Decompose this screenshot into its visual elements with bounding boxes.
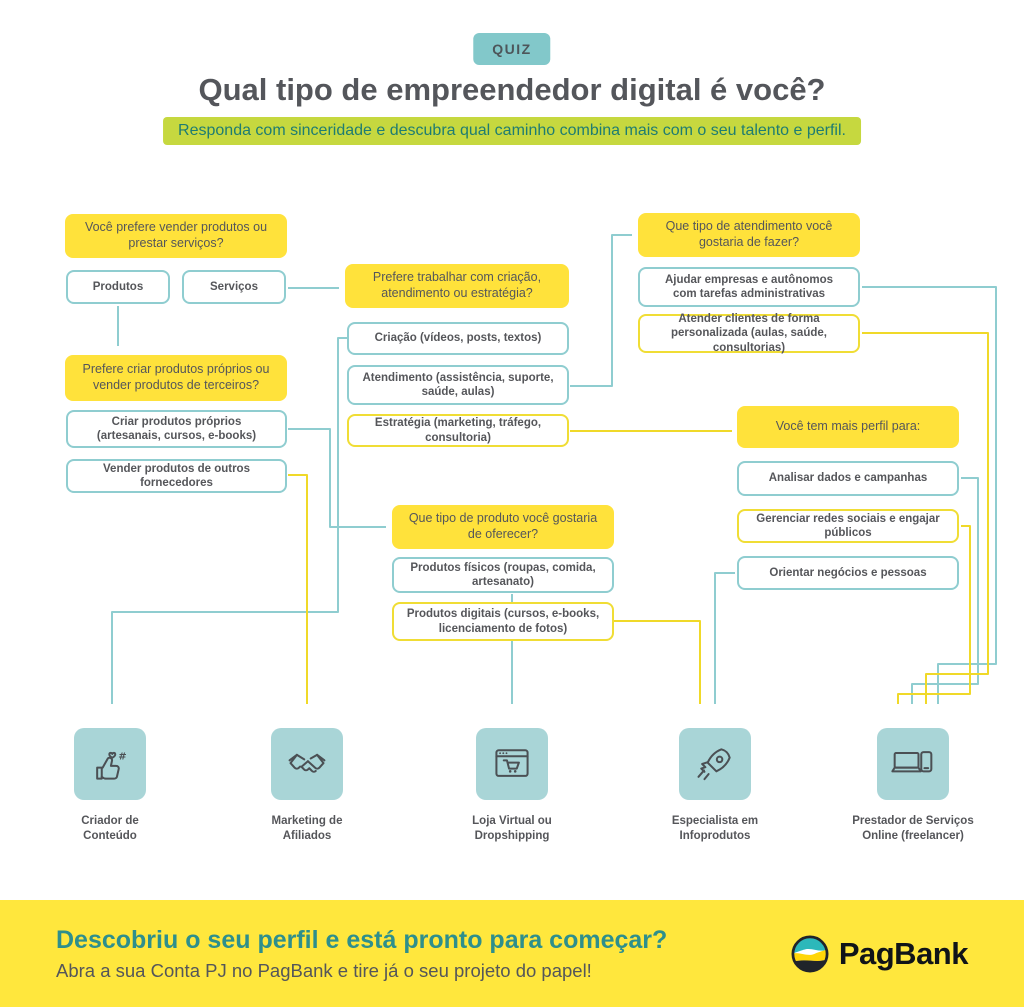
online-store-icon <box>495 749 529 777</box>
result-tile: # <box>74 728 146 800</box>
connector-ajudar-empresas-to-freelancer <box>862 286 997 704</box>
connector-produtos-digitais-to-infoprodutos <box>614 620 701 704</box>
answer-criacao: Criação (vídeos, posts, textos) <box>347 322 569 355</box>
result-label: Especialista em Infoprodutos <box>671 815 759 842</box>
question-tipo-produto: Que tipo de produto você gostaria de ofe… <box>392 505 614 549</box>
answer-produtos-digitais: Produtos digitais (cursos, e-books, lice… <box>392 602 614 641</box>
answer-atendimento: Atendimento (assistência, suporte, saúde… <box>347 365 569 405</box>
result-label: Marketing de Afiliados <box>271 815 343 842</box>
connector-vender-terceiros-to-afiliados <box>288 474 308 704</box>
answer-orientar-negocios: Orientar negócios e pessoas <box>737 556 959 590</box>
result-tile <box>476 728 548 800</box>
rocket-icon <box>697 748 731 781</box>
question-proprios-ou-terceiros: Prefere criar produtos próprios ou vende… <box>65 355 287 401</box>
quiz-badge: QUIZ <box>473 33 551 65</box>
page-title: Qual tipo de empreendedor digital é você… <box>198 72 826 107</box>
footer-text: Descobriu o seu perfil e está pronto par… <box>56 926 667 982</box>
footer-headline: Descobriu o seu perfil e está pronto par… <box>56 925 668 954</box>
connector-analisar-dados-to-freelancer <box>911 477 979 704</box>
social-engagement-icon: # <box>96 751 127 780</box>
result-marketing-de-afiliados: Marketing de Afiliados <box>257 728 357 844</box>
answer-atender-clientes: Atender clientes de forma personalizada … <box>638 313 860 354</box>
question-produtos-ou-servicos: Você prefere vender produtos ou prestar … <box>65 214 287 258</box>
svg-text:#: # <box>118 751 126 762</box>
question-perfil: Você tem mais perfil para: <box>737 406 959 448</box>
result-label: Prestador de Serviços Online (freelancer… <box>852 815 974 842</box>
result-especialista-infoprodutos: Especialista em Infoprodutos <box>660 728 770 844</box>
page-subtitle: Responda com sinceridade e descubra qual… <box>163 117 861 145</box>
connector-atender-clientes-to-freelancer <box>862 332 989 704</box>
connector-gerenciar-redes-to-freelancer <box>897 525 971 704</box>
result-label: Loja Virtual ou Dropshipping <box>472 815 552 842</box>
result-tile <box>271 728 343 800</box>
result-criador-de-conteudo: # Criador de Conteúdo <box>65 728 155 844</box>
answer-servicos: Serviços <box>182 270 286 304</box>
pagbank-logo-icon <box>791 935 829 972</box>
pagbank-logo: PagBank <box>791 935 969 973</box>
question-tipo-atendimento: Que tipo de atendimento você gostaria de… <box>638 213 860 257</box>
answer-criar-produtos-proprios: Criar produtos próprios (artesanais, cur… <box>66 410 287 448</box>
result-tile <box>679 728 751 800</box>
result-label: Criador de Conteúdo <box>81 815 139 842</box>
connector-atendimento-to-q4 <box>570 234 632 387</box>
answer-produtos-fisicos: Produtos físicos (roupas, comida, artesa… <box>392 557 614 593</box>
connector-criacao-to-criador-conteudo <box>111 337 347 704</box>
result-loja-virtual: Loja Virtual ou Dropshipping <box>457 728 567 844</box>
answer-gerenciar-redes: Gerenciar redes sociais e engajar públic… <box>737 509 959 543</box>
answer-estrategia: Estratégia (marketing, tráfego, consulto… <box>347 414 569 447</box>
answer-ajudar-empresas: Ajudar empresas e autônomos com tarefas … <box>638 267 860 307</box>
handshake-icon <box>288 753 326 773</box>
answer-vender-produtos-terceiros: Vender produtos de outros fornecedores <box>66 459 287 493</box>
connector-criar-proprios-to-q5 <box>288 428 386 528</box>
answer-analisar-dados: Analisar dados e campanhas <box>737 461 959 496</box>
connector-orientar-negocios-to-infoprodutos <box>714 572 735 704</box>
result-prestador-servicos-online: Prestador de Serviços Online (freelancer… <box>833 728 993 844</box>
footer-banner: Descobriu o seu perfil e está pronto par… <box>0 900 1024 1007</box>
result-tile <box>877 728 949 800</box>
pagbank-wordmark: PagBank <box>838 935 969 971</box>
question-criacao-atendimento-estrategia: Prefere trabalhar com criação, atendimen… <box>345 264 569 308</box>
footer-subtext: Abra a sua Conta PJ no PagBank e tire já… <box>56 959 592 981</box>
answer-produtos: Produtos <box>66 270 170 304</box>
devices-icon <box>891 751 933 773</box>
